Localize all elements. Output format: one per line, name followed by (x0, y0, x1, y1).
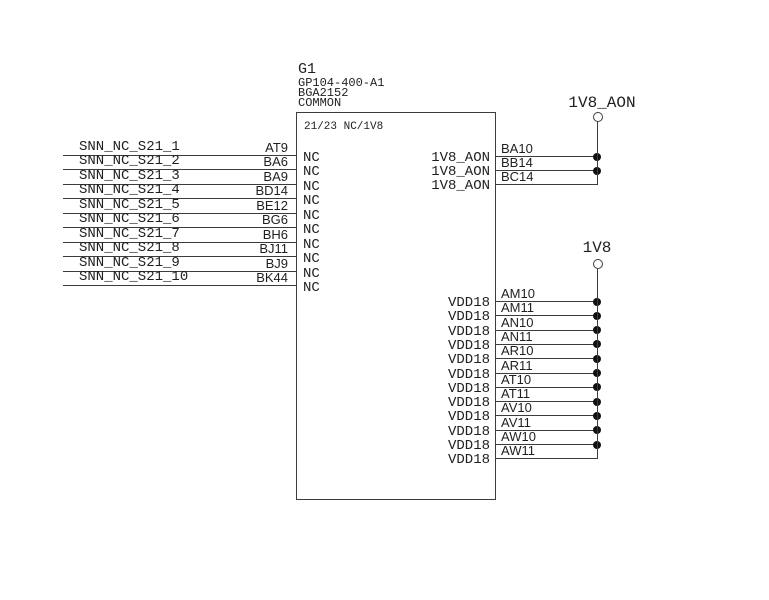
pin-number: AN11 (501, 329, 533, 344)
power-pin-wire (496, 415, 598, 416)
pin-number: BK44 (256, 270, 288, 285)
pin-name-label: NC (303, 237, 320, 253)
net-label: SNN_NC_S21_9 (79, 255, 180, 271)
pin-name-label: NC (303, 222, 320, 238)
net-label: SNN_NC_S21_1 (79, 139, 180, 155)
component-section-label: 21/23 NC/1V8 (304, 121, 384, 133)
nc-net-wire (63, 184, 296, 185)
pin-number: AT11 (501, 386, 531, 401)
power-pin-wire (496, 358, 598, 359)
pin-name-label: VDD18 (447, 381, 490, 397)
pin-name-label: VDD18 (447, 438, 490, 454)
power-symbol (593, 259, 603, 269)
pin-name-label: VDD18 (447, 338, 490, 354)
pin-name-label: VDD18 (447, 409, 490, 425)
power-pin-wire (496, 444, 598, 445)
pin-name-label: VDD18 (447, 367, 490, 383)
pin-number: AM11 (501, 300, 534, 315)
pin-number: AW11 (501, 443, 535, 458)
pin-number: BA9 (263, 169, 288, 184)
pin-number: BJ11 (259, 241, 288, 256)
component-part-number: GP104-400-A1 (298, 76, 385, 90)
component-refdes: G1 (298, 61, 317, 78)
power-net-label: 1V8_AON (568, 94, 636, 112)
power-pin-wire (496, 156, 598, 157)
power-pin-wire (496, 344, 598, 345)
pin-number: BG6 (261, 212, 288, 227)
pin-name-label: 1V8_AON (431, 150, 490, 166)
pin-number: AT10 (501, 372, 532, 387)
power-pin-wire (496, 373, 598, 374)
pin-number: BE12 (256, 198, 288, 213)
pin-name-label: 1V8_AON (431, 178, 490, 194)
pin-number: AW10 (501, 429, 536, 444)
pin-name-label: VDD18 (447, 352, 490, 368)
net-label: SNN_NC_S21_2 (79, 153, 180, 169)
pin-name-label: VDD18 (447, 395, 490, 411)
power-pin-wire (496, 184, 598, 185)
pin-number: BA10 (501, 141, 533, 156)
pin-number: AR10 (501, 343, 534, 358)
pin-name-label: NC (303, 179, 320, 195)
power-pin-wire (496, 401, 598, 402)
pin-number: AT9 (265, 140, 288, 155)
power-symbol (593, 112, 603, 122)
pin-name-label: VDD18 (447, 452, 490, 468)
pin-name-label: VDD18 (447, 324, 490, 340)
pin-number: BC14 (501, 169, 534, 184)
nc-net-wire (63, 198, 296, 199)
pin-number: AM10 (501, 286, 535, 301)
pin-number: AN10 (501, 315, 534, 330)
nc-net-wire (63, 285, 296, 286)
pin-name-label: VDD18 (447, 424, 490, 440)
nc-net-wire (63, 271, 296, 272)
pin-name-label: VDD18 (447, 309, 490, 325)
net-label: SNN_NC_S21_7 (79, 226, 180, 242)
power-pin-wire (496, 387, 598, 388)
pin-name-label: 1V8_AON (431, 164, 490, 180)
pin-name-label: VDD18 (447, 295, 490, 311)
power-pin-wire (496, 301, 598, 302)
nc-net-wire (63, 155, 296, 156)
power-pin-wire (496, 458, 598, 459)
nc-net-wire (63, 213, 296, 214)
net-label: SNN_NC_S21_3 (79, 168, 180, 184)
power-net-label: 1V8 (582, 239, 612, 257)
pin-number: AR11 (501, 358, 533, 373)
pin-name-label: NC (303, 164, 320, 180)
pin-number: AV11 (501, 415, 531, 430)
net-label: SNN_NC_S21_8 (79, 240, 180, 256)
pin-number: BH6 (262, 227, 288, 242)
pin-number: BJ9 (265, 256, 288, 271)
power-rail-wire (597, 122, 598, 185)
pin-number: BB14 (501, 155, 533, 170)
component-package: BGA2152 (298, 86, 349, 100)
power-rail-wire (597, 269, 598, 459)
component-body (296, 112, 496, 500)
net-label: SNN_NC_S21_4 (79, 182, 180, 198)
net-label: SNN_NC_S21_10 (79, 269, 189, 285)
pin-name-label: NC (303, 251, 320, 267)
power-pin-wire (496, 430, 598, 431)
pin-name-label: NC (303, 266, 320, 282)
pin-name-label: NC (303, 280, 320, 296)
power-pin-wire (496, 170, 598, 171)
net-label: SNN_NC_S21_6 (79, 211, 180, 227)
nc-net-wire (63, 227, 296, 228)
pin-number: BD14 (255, 183, 288, 198)
nc-net-wire (63, 256, 296, 257)
power-pin-wire (496, 330, 598, 331)
nc-net-wire (63, 169, 296, 170)
pin-name-label: NC (303, 208, 320, 224)
net-label: SNN_NC_S21_5 (79, 197, 180, 213)
pin-number: BA6 (263, 154, 288, 169)
pin-name-label: NC (303, 193, 320, 209)
pin-name-label: NC (303, 150, 320, 166)
pin-number: AV10 (501, 400, 532, 415)
nc-net-wire (63, 242, 296, 243)
component-variant: COMMON (298, 96, 342, 110)
power-pin-wire (496, 315, 598, 316)
